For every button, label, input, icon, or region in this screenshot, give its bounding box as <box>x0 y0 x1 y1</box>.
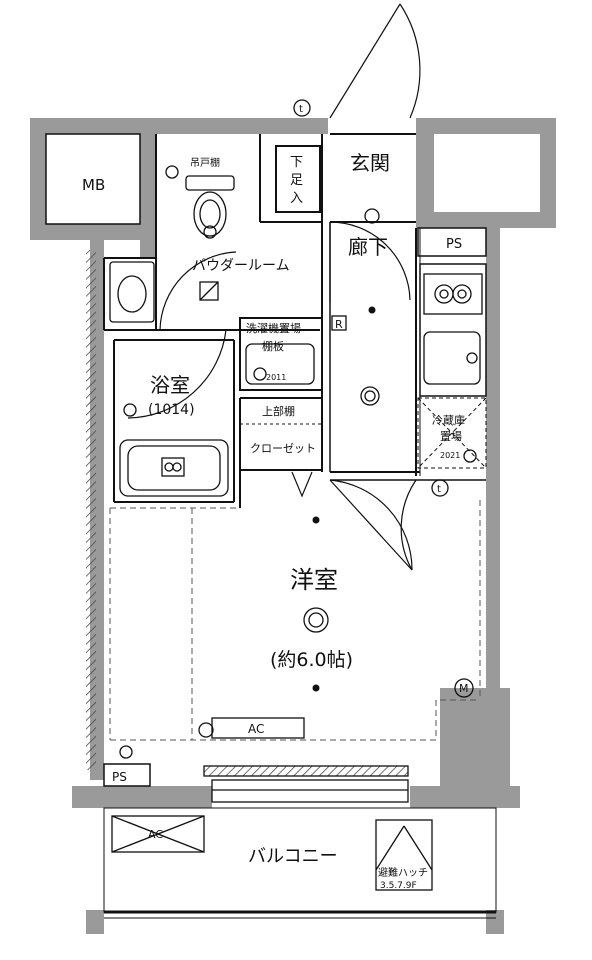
ac-outdoor-label: AC <box>148 828 163 841</box>
door-swings <box>127 3 421 571</box>
washer-label-3: 2011 <box>266 373 286 382</box>
room-outline-dashed <box>109 500 481 741</box>
light-icon <box>203 225 217 239</box>
fridge-label-2: 置場 <box>440 430 462 443</box>
outlet-dots <box>312 306 376 692</box>
room-size-label: (約6.0帖) <box>270 649 353 671</box>
ac-unit-box <box>211 717 305 739</box>
western-room-label: 洋室 <box>290 566 338 594</box>
hatch-label-2: 3.5.7.9F <box>380 881 417 891</box>
ps-top-label: PS <box>446 237 462 252</box>
closet-label: クローゼット <box>250 442 316 455</box>
powder-room-label: パウダールーム <box>192 258 290 274</box>
washer-label-2: 棚板 <box>262 339 284 353</box>
t-mark-top: t <box>299 104 303 115</box>
fixtures <box>103 99 497 919</box>
washer-label-1: 洗濯機置場 <box>246 321 301 335</box>
drain-icon <box>199 281 219 301</box>
light-icon <box>360 386 380 406</box>
hatch-label-1: 避難ハッチ <box>378 866 428 879</box>
mb-label: MB <box>82 176 105 194</box>
toilet-shelf-label: 吊戸棚 <box>190 156 220 169</box>
exterior-wall-hatch <box>86 250 96 770</box>
bathtub-icon <box>119 439 229 497</box>
toilet-icon <box>185 175 235 237</box>
m-mark: M <box>459 682 469 695</box>
shoe-storage-label-1: 下 <box>290 155 303 170</box>
light-icon <box>364 208 380 224</box>
bath-label: 浴室 <box>150 373 190 397</box>
r-mark-label: R <box>335 318 343 331</box>
shoe-storage-label-3: 入 <box>290 191 303 206</box>
ps-bottom-label: PS <box>112 770 127 784</box>
upper-shelf-label: 上部棚 <box>262 404 295 418</box>
balcony-label: バルコニー <box>248 846 338 867</box>
washbasin-icon <box>109 261 155 323</box>
t-mark-mid: t <box>437 484 441 495</box>
kitchen-sink-icon <box>423 331 481 385</box>
stove-icon <box>423 273 483 315</box>
fridge-label-3: 2021 <box>440 451 460 460</box>
ac-indoor-label: AC <box>248 722 264 736</box>
hallway-label: 廊下 <box>348 235 388 259</box>
interior-walls <box>45 133 487 787</box>
washer-pan-icon <box>245 343 315 385</box>
light-icon <box>303 607 329 633</box>
bath-size-label: (1014) <box>148 402 195 418</box>
shoe-storage-label-2: 足 <box>290 173 303 188</box>
walls <box>30 118 556 934</box>
entrance-label: 玄関 <box>350 151 390 175</box>
labels: MB 玄関 下 足 入 吊戸棚 パウダールーム 廊下 PS R 洗濯機置場 棚板… <box>82 104 469 891</box>
fridge-label-1: 冷蔵庫 <box>432 413 465 427</box>
